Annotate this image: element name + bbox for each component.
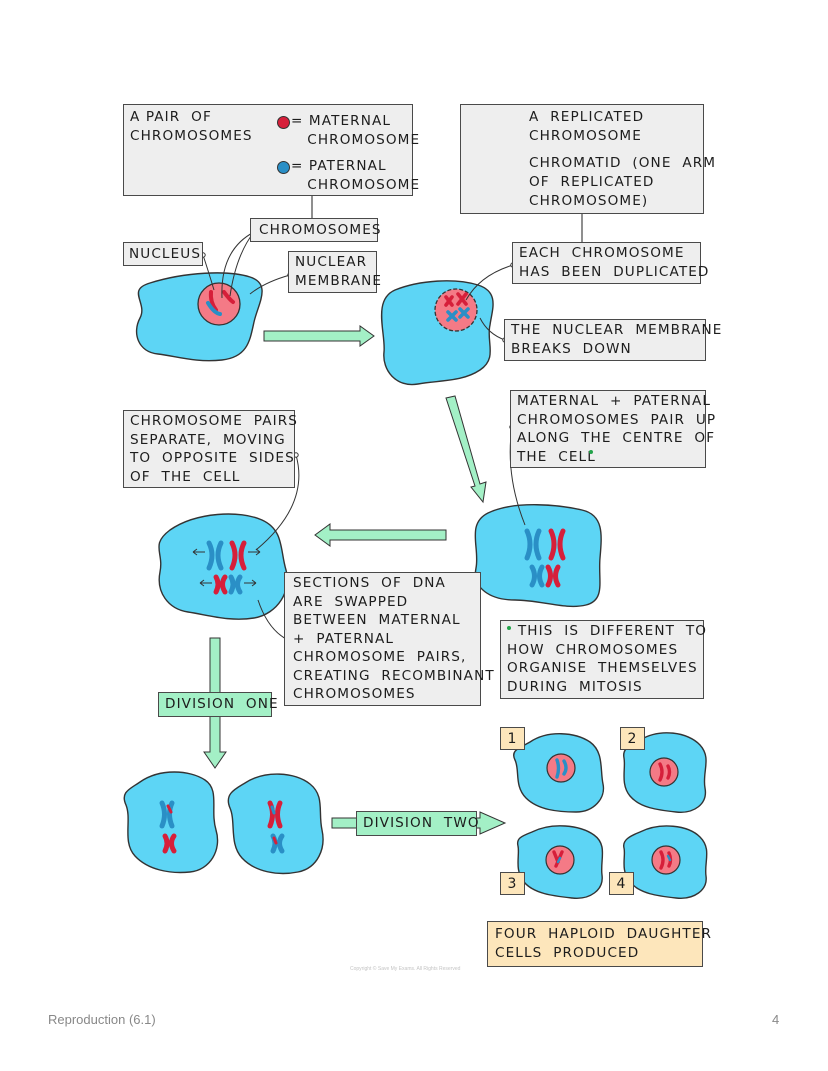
maternal-key-dot [277,116,290,129]
membrane-breaks-label: THE NUCLEAR MEMBRANE BREAKS DOWN [504,319,721,361]
duplicated-pointer [465,264,514,301]
asterisk-dot-pair-up [589,450,593,454]
membrane-pointer [249,274,291,295]
cell-crossing-over [158,513,288,620]
asterisk-dot-different [507,626,511,630]
cell-number-2: 2 [620,727,645,750]
cell-division-one-right [227,773,324,875]
copyright-notice: Copyright © Save My Exams. All Rights Re… [350,966,461,972]
duplicated-label: EACH CHROMOSOME HAS BEEN DUPLICATED [512,242,708,284]
chromosomes-label: CHROMOSOMES [250,218,381,242]
nucleus-label: NUCLEUS [123,242,203,266]
daughter-cell-1 [513,733,605,813]
cell-number-4: 4 [609,872,634,895]
arrow-cell2-to-cell3 [445,395,487,504]
swapped-label: SECTIONS OF DNA ARE SWAPPED BETWEEN MATE… [284,572,494,706]
daughter-cell-2 [623,732,707,813]
separate-label: CHROMOSOME PAIRS SEPARATE, MOVING TO OPP… [123,410,297,488]
separate-pointer [255,454,300,551]
arrow-cell3-to-cell4 [314,523,447,547]
cell-interphase [135,272,263,362]
division-two-label: DIVISION TWO [356,811,479,836]
pair-up-label: MATERNAL + PATERNAL CHROMOSOMES PAIR UP … [510,390,715,468]
chromatid-label: CHROMATID (ONE ARM OF REPLICATED CHROMOS… [529,155,717,209]
membrane-breaks-pointer [479,317,506,341]
paternal-key-dot [277,161,290,174]
haploid-label: FOUR HAPLOID DAUGHTER CELLS PRODUCED [487,921,711,967]
nucleus-2 [434,288,478,332]
maternal-key-label: = MATERNAL CHROMOSOME [291,113,421,148]
chromosomes-pointer-1 [221,231,255,299]
different-label: THIS IS DIFFERENT TO HOW CHROMOSOMES ORG… [500,620,706,699]
replicated-chromosome-label: A REPLICATED CHROMOSOME [529,109,645,144]
paternal-key-label: = PATERNAL CHROMOSOME [291,158,421,193]
cell-number-3: 3 [500,872,525,895]
footer-section-title: Reproduction (6.1) [48,1012,156,1027]
nuclear-membrane-label: NUCLEAR MEMBRANE [288,251,381,293]
nucleus-1 [197,282,241,326]
division-one-label: DIVISION ONE [158,692,278,717]
cell-number-1: 1 [500,727,525,750]
arrow-cell1-to-cell2 [263,325,375,347]
cell-prophase [380,280,494,386]
pair-of-chromosomes-label: A PAIR OF CHROMOSOMES [130,109,253,144]
key-box [123,104,413,196]
daughter-cell-3 [516,825,604,899]
replicated-key-box [460,104,704,214]
cell-metaphase [474,504,602,608]
daughter-cell-4 [623,825,708,899]
cell-division-one-left [123,771,219,874]
footer-page-number: 4 [772,1012,780,1027]
